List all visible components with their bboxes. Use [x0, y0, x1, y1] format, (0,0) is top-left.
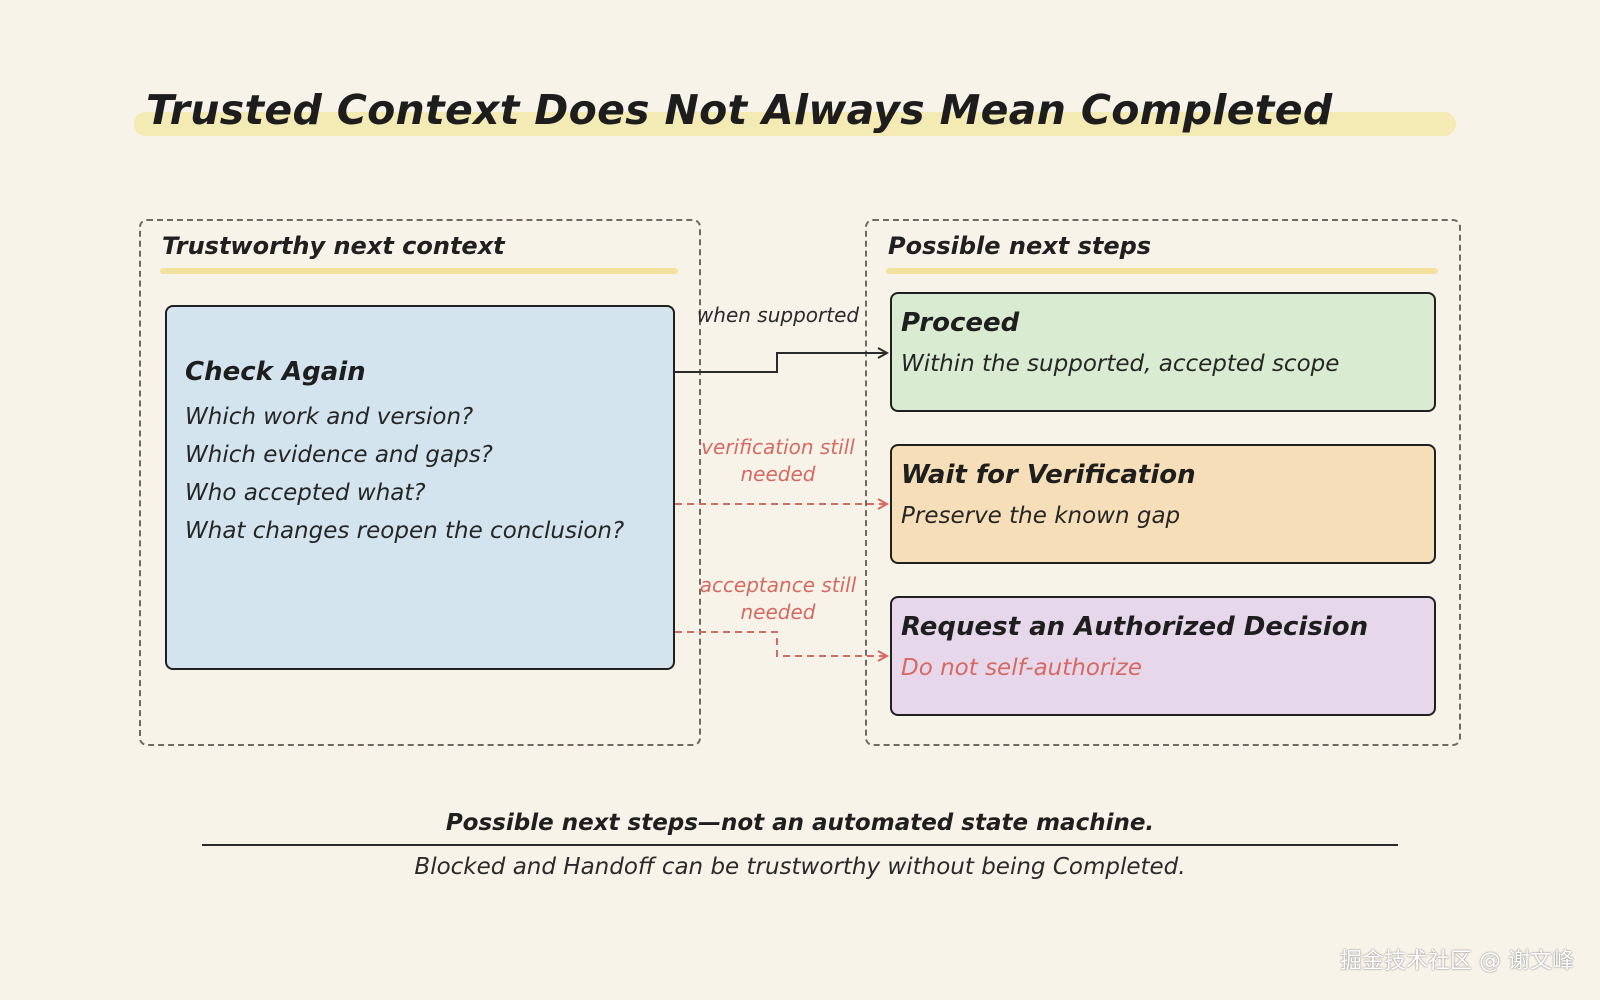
authorized-decision-box: [890, 596, 1436, 716]
proceed-subtitle: Within the supported, accepted scope: [901, 351, 1340, 377]
edge-acceptance-needed: [675, 631, 887, 656]
trustworthy-context-underline: [160, 268, 678, 274]
wait-for-verification-subtitle: Preserve the known gap: [901, 503, 1181, 529]
check-again-title: Check Again: [185, 357, 366, 387]
edge-label-acceptance-1: acceptance still: [699, 573, 857, 597]
page-title: Trusted Context Does Not Always Mean Com…: [146, 86, 1333, 134]
footer-caption: Blocked and Handoff can be trustworthy w…: [414, 854, 1186, 880]
title-highlight: [134, 112, 1456, 136]
check-again-line-2: Which evidence and gaps?: [185, 442, 493, 468]
possible-next-steps-underline: [886, 268, 1438, 274]
wait-for-verification-box: [890, 444, 1436, 564]
check-again-box: [165, 305, 675, 670]
proceed-box: [890, 292, 1436, 412]
edge-label-when-supported: when supported: [696, 303, 860, 327]
footer-divider: [202, 844, 1398, 846]
footer-note: Possible next steps—not an automated sta…: [445, 810, 1155, 836]
possible-next-steps-label: Possible next steps: [888, 232, 1152, 260]
authorized-decision-subtitle: Do not self-authorize: [901, 655, 1142, 681]
edge-label-verification-2: needed: [740, 462, 816, 486]
edge-label-verification-1: verification still: [701, 435, 855, 459]
check-again-line-1: Which work and version?: [185, 404, 474, 430]
possible-next-steps-group: [865, 219, 1461, 746]
trustworthy-context-label: Trustworthy next context: [162, 232, 505, 260]
authorized-decision-title: Request an Authorized Decision: [901, 612, 1369, 642]
trustworthy-context-group: [139, 219, 701, 746]
check-again-line-3: Who accepted what?: [185, 480, 426, 506]
check-again-line-4: What changes reopen the conclusion?: [185, 518, 625, 544]
edge-label-acceptance-2: needed: [740, 600, 816, 624]
wait-for-verification-title: Wait for Verification: [901, 460, 1196, 490]
edge-when-supported: [675, 353, 887, 373]
proceed-title: Proceed: [901, 308, 1020, 338]
watermark: 掘金技术社区 @ 谢文峰: [1340, 949, 1574, 974]
